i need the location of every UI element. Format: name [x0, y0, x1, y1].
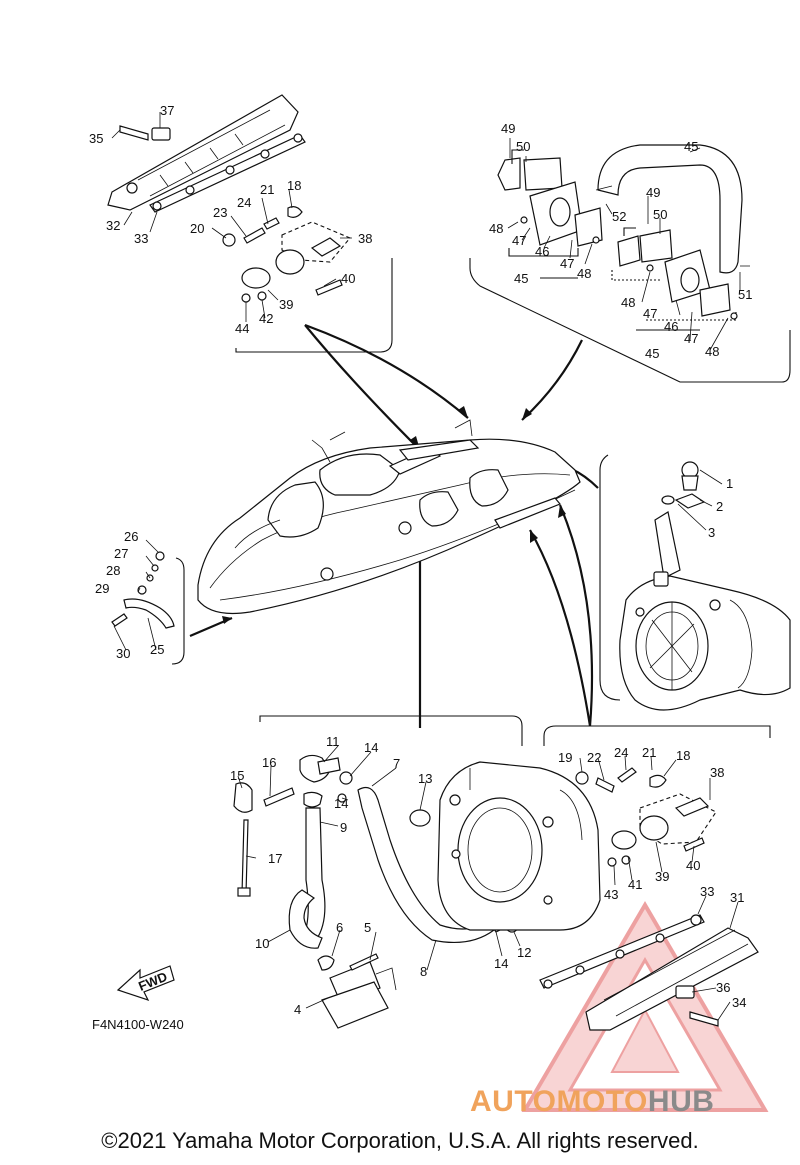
copyright-notice: ©2021 Yamaha Motor Corporation, U.S.A. A…	[101, 1128, 699, 1153]
part-label: 25	[150, 642, 164, 657]
bracket-group-25	[111, 551, 175, 629]
part-label: 45	[514, 271, 528, 286]
part-label: 37	[160, 103, 174, 118]
jet-pump-housing	[619, 461, 791, 711]
right-rail-assembly	[539, 914, 759, 1031]
part-label: 9	[340, 820, 347, 835]
fwd-direction-arrow: FWD	[116, 965, 175, 1002]
part-label: 32	[106, 218, 120, 233]
part-label: 33	[700, 884, 714, 899]
part-label: 14	[494, 956, 508, 971]
part-label: 21	[642, 745, 656, 760]
part-label: 40	[686, 858, 700, 873]
part-label: 11	[326, 734, 340, 749]
part-label: 8	[420, 964, 427, 979]
part-label: 46	[664, 319, 678, 334]
part-label: 15	[230, 768, 244, 783]
part-label: 43	[604, 887, 618, 902]
part-label: 52	[612, 209, 626, 224]
part-label: 50	[516, 139, 530, 154]
part-label: 18	[287, 178, 301, 193]
part-label: 47	[512, 233, 526, 248]
part-label: 48	[577, 266, 591, 281]
part-label: 35	[89, 131, 103, 146]
part-label: 50	[653, 207, 667, 222]
part-label: 14	[364, 740, 378, 755]
part-label: 21	[260, 182, 274, 197]
part-label: 1	[726, 476, 733, 491]
part-label: 38	[358, 231, 372, 246]
label-leaders	[111, 112, 741, 1021]
part-label: 20	[190, 221, 204, 236]
part-label: 45	[684, 139, 698, 154]
diagram-code: F4N4100-W240	[92, 1017, 184, 1032]
part-labels: 37 35 32 33 20 23 24 21 18 38 40 39 42 4…	[89, 103, 752, 1032]
grab-bar-assembly	[497, 144, 750, 331]
part-label: 44	[235, 321, 249, 336]
part-label: 3	[708, 525, 715, 540]
watermark-text-primary: AUTOMOTO	[470, 1085, 648, 1118]
part-label: 36	[716, 980, 730, 995]
part-label: 30	[116, 646, 130, 661]
part-label: 2	[716, 499, 723, 514]
part-label: 45	[645, 346, 659, 361]
part-label: 26	[124, 529, 138, 544]
part-label: 28	[106, 563, 120, 578]
part-label: 7	[393, 756, 400, 771]
part-label: 33	[134, 231, 148, 246]
part-label: 10	[255, 936, 269, 951]
part-label: 5	[364, 920, 371, 935]
part-label: 39	[655, 869, 669, 884]
part-label: 4	[294, 1002, 301, 1017]
part-label: 40	[341, 271, 355, 286]
part-label: 34	[732, 995, 746, 1010]
left-rail-assembly	[107, 94, 306, 213]
part-label: 51	[738, 287, 752, 302]
part-label: 24	[614, 745, 628, 760]
part-label: 19	[558, 750, 572, 765]
part-label: 47	[684, 331, 698, 346]
part-label: 49	[501, 121, 515, 136]
part-label: 16	[262, 755, 276, 770]
watercraft-hull	[197, 419, 581, 615]
part-label: 23	[213, 205, 227, 220]
watermark-brand: AUTOMOTOHUB	[470, 1085, 714, 1119]
watermark-text-secondary: HUB	[647, 1085, 715, 1118]
group-brackets	[171, 258, 791, 746]
part-label: 46	[535, 244, 549, 259]
part-label: 48	[705, 344, 719, 359]
part-label: 47	[560, 256, 574, 271]
part-label: 27	[114, 546, 128, 561]
part-label: 49	[646, 185, 660, 200]
part-label: 17	[268, 851, 282, 866]
part-label: 18	[676, 748, 690, 763]
part-label: 12	[517, 945, 531, 960]
part-label: 29	[95, 581, 109, 596]
fwd-label: FWD	[136, 969, 169, 994]
stern-housing	[437, 761, 601, 931]
part-label: 6	[336, 920, 343, 935]
part-label: 41	[628, 877, 642, 892]
part-label: 42	[259, 311, 273, 326]
part-label: 48	[621, 295, 635, 310]
part-label: 13	[418, 771, 432, 786]
part-label: 38	[710, 765, 724, 780]
part-label: 14	[334, 796, 348, 811]
part-label: 39	[279, 297, 293, 312]
part-label: 48	[489, 221, 503, 236]
part-label: 31	[730, 890, 744, 905]
part-label: 47	[643, 306, 657, 321]
part-label: 22	[587, 750, 601, 765]
drain-plug-group-top	[222, 206, 351, 303]
part-label: 24	[237, 195, 251, 210]
